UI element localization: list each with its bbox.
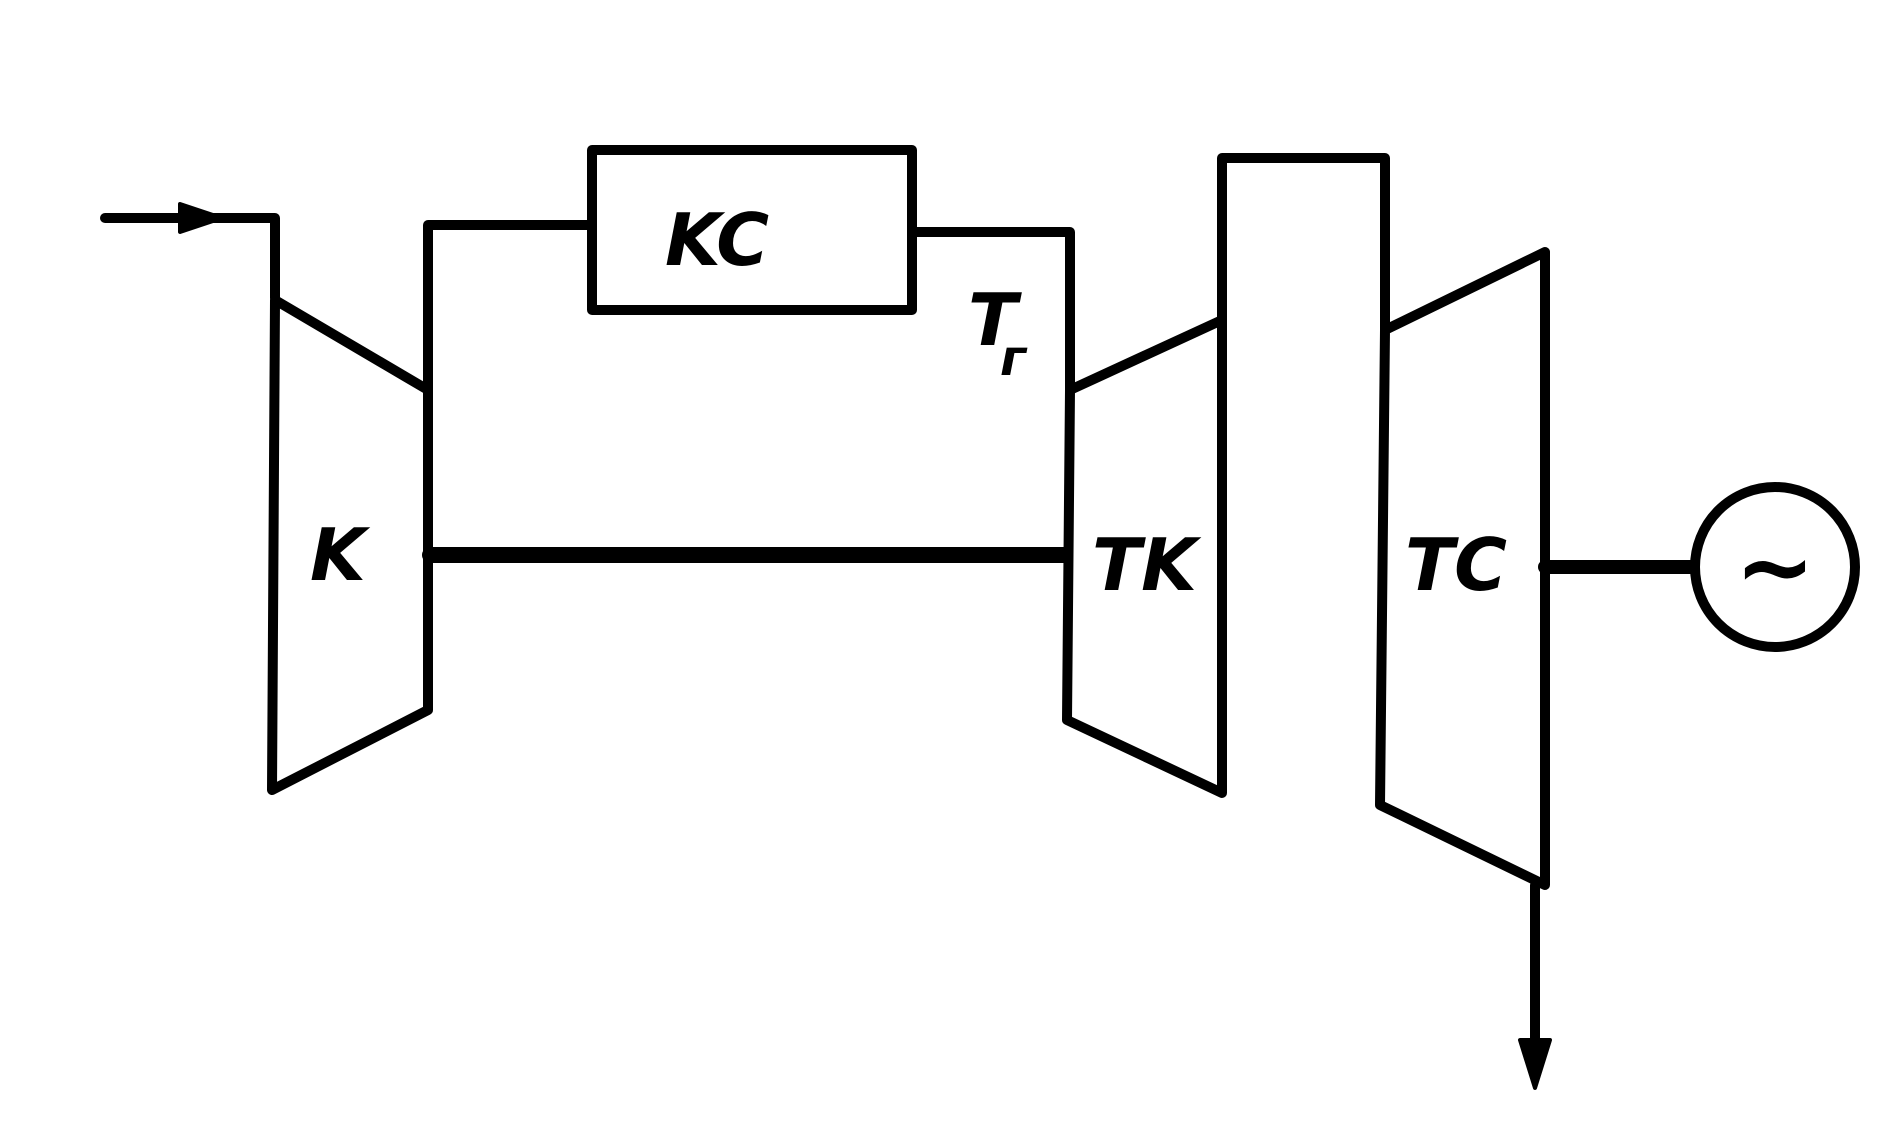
inter-turbine-duct (1217, 153, 1390, 335)
gas-temperature-label: T (968, 278, 1022, 362)
combustion-chamber-label: KC (665, 198, 769, 282)
arrow-right-icon (178, 202, 224, 234)
arrow-down-icon (1518, 1038, 1552, 1090)
power-turbine-label: TC (1405, 523, 1507, 607)
ac-generator-icon (1690, 482, 1860, 652)
compressor-turbine-shape (1062, 315, 1227, 798)
gas-temperature-subscript: г (1000, 329, 1028, 387)
compressor-to-chamber-pipe (423, 220, 597, 395)
power-turbine-shape (1375, 247, 1550, 890)
generator-symbol: ~ (1735, 511, 1815, 623)
inlet-line (100, 213, 280, 303)
compressor-turbine-label: TK (1092, 523, 1202, 607)
compressor-label: K (310, 513, 371, 597)
compressor-shape (267, 295, 433, 795)
chamber-to-turbine-pipe (907, 227, 1075, 395)
